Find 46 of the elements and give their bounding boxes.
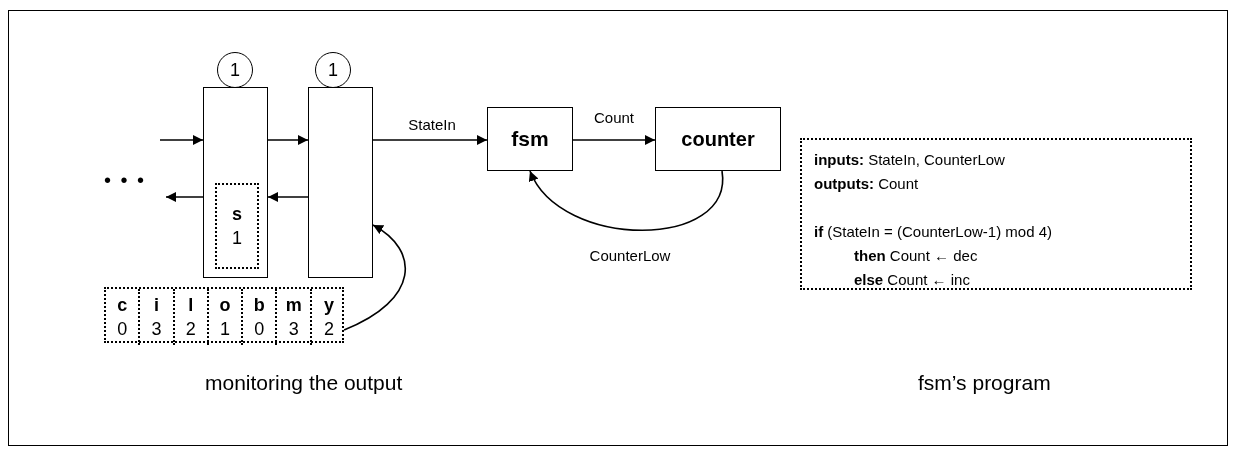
curved-arrow xyxy=(529,170,723,232)
state-letter: m xyxy=(285,294,302,317)
arrow xyxy=(372,135,488,145)
edge-label: CounterLow xyxy=(589,247,671,263)
caption: fsm’s program xyxy=(918,372,1051,393)
ellipsis-dots: • • • xyxy=(104,170,147,190)
caption: monitoring the output xyxy=(205,372,403,393)
state-letter: y xyxy=(323,294,334,317)
arrow xyxy=(165,192,204,202)
arrow xyxy=(159,135,204,145)
state-cell xyxy=(215,183,259,269)
program-box xyxy=(800,138,1192,290)
state-value: 3 xyxy=(288,318,299,341)
code-line: inputs: StateIn, CounterLow xyxy=(814,150,1006,170)
state-value: 0 xyxy=(117,318,128,341)
count-value: 1 xyxy=(328,61,338,79)
arrow xyxy=(267,192,309,202)
state-value: 3 xyxy=(151,318,162,341)
code-line: else Count ← inc xyxy=(854,270,971,290)
state-letter: b xyxy=(253,294,265,317)
edge-label: StateIn xyxy=(408,116,456,132)
state-letter: l xyxy=(188,294,194,317)
state-letter: c xyxy=(117,294,128,317)
block-label: fsm xyxy=(511,126,549,153)
code-line: outputs: Count xyxy=(814,174,920,194)
tape-box xyxy=(104,287,344,343)
process-box xyxy=(655,107,781,171)
arrow xyxy=(267,135,309,145)
count-value: 1 xyxy=(230,61,240,79)
state-value: 0 xyxy=(254,318,265,341)
curved-arrow xyxy=(343,224,406,331)
state-value: 1 xyxy=(232,227,242,250)
register-box xyxy=(203,87,268,278)
state-value: 2 xyxy=(323,318,334,341)
block-label: counter xyxy=(681,127,755,152)
register-box xyxy=(308,87,373,278)
process-box xyxy=(487,107,573,171)
code-line: then Count ← dec xyxy=(854,246,979,266)
code-line: if (StateIn = (CounterLow-1) mod 4) xyxy=(814,222,1054,242)
state-letter: i xyxy=(153,294,159,317)
state-letter: o xyxy=(219,294,231,317)
state-value: 1 xyxy=(220,318,231,341)
state-value: 2 xyxy=(185,318,196,341)
edge-label: Count xyxy=(594,109,634,125)
arrow xyxy=(572,135,656,145)
state-letter: s xyxy=(232,203,242,226)
